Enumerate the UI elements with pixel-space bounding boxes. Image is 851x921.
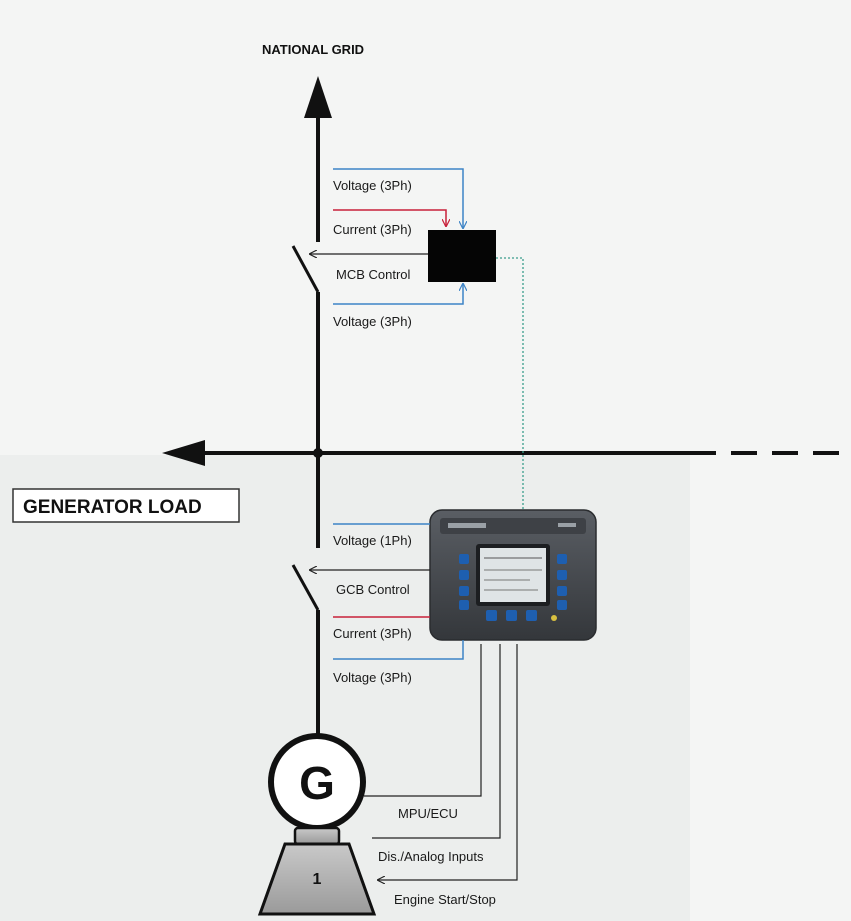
gen-voltage-3ph-line xyxy=(333,640,464,660)
grid-arrow-head xyxy=(304,76,332,118)
mcb-breaker[interactable] xyxy=(291,245,320,293)
voltage-3ph-bottom-label: Voltage (3Ph) xyxy=(333,314,412,329)
voltage-3ph-bottom-line xyxy=(333,284,463,305)
controller-button-right-3[interactable] xyxy=(557,586,567,596)
mpu-ecu-label: MPU/ECU xyxy=(398,806,458,821)
gen-voltage-3ph-label: Voltage (3Ph) xyxy=(333,670,412,685)
controller-button-right-4[interactable] xyxy=(557,600,567,610)
voltage-3ph-top-line xyxy=(333,168,463,228)
generator-letter: G xyxy=(299,757,335,809)
mcb-control-label: MCB Control xyxy=(336,267,411,282)
comm-link-dotted xyxy=(496,257,524,510)
engine-symbol[interactable] xyxy=(257,842,377,916)
controller-screen xyxy=(480,548,546,602)
dis-analog-line xyxy=(372,644,501,839)
controller-button-bottom-3[interactable] xyxy=(526,610,537,621)
voltage-3ph-top-label: Voltage (3Ph) xyxy=(333,178,412,193)
voltage-1ph-label: Voltage (1Ph) xyxy=(333,533,412,548)
engine-number: 1 xyxy=(313,871,322,888)
national-grid-label: NATIONAL GRID xyxy=(262,42,364,57)
gen-current-label: Current (3Ph) xyxy=(333,626,412,641)
controller-button-left-2[interactable] xyxy=(459,570,469,580)
controller-status-led xyxy=(551,615,557,621)
bus-junction xyxy=(313,448,323,458)
controller-header-strip xyxy=(440,518,586,534)
generator-load-box xyxy=(12,488,240,523)
shaft-coupling xyxy=(293,826,341,846)
controller-model-tag xyxy=(558,523,576,527)
current-3ph-line xyxy=(333,209,446,226)
controller-button-left-1[interactable] xyxy=(459,554,469,564)
mpu-ecu-line xyxy=(364,644,482,797)
generator-controller[interactable] xyxy=(429,509,597,641)
gcb-breaker[interactable] xyxy=(291,564,320,611)
generator-load-label: GENERATOR LOAD xyxy=(23,497,202,518)
load-arrow-head xyxy=(162,440,205,466)
controller-logo xyxy=(448,523,486,528)
controller-button-right-1[interactable] xyxy=(557,554,567,564)
engine-start-stop-label: Engine Start/Stop xyxy=(394,892,496,907)
engine-start-stop-line xyxy=(378,644,518,880)
controller-button-bottom-1[interactable] xyxy=(486,610,497,621)
controller-button-left-3[interactable] xyxy=(459,586,469,596)
current-3ph-label: Current (3Ph) xyxy=(333,222,412,237)
dis-analog-label: Dis./Analog Inputs xyxy=(378,849,484,864)
gcb-control-label: GCB Control xyxy=(336,582,410,597)
mains-controller[interactable] xyxy=(428,230,496,282)
controller-button-bottom-2[interactable] xyxy=(506,610,517,621)
controller-button-left-4[interactable] xyxy=(459,600,469,610)
controller-button-right-2[interactable] xyxy=(557,570,567,580)
